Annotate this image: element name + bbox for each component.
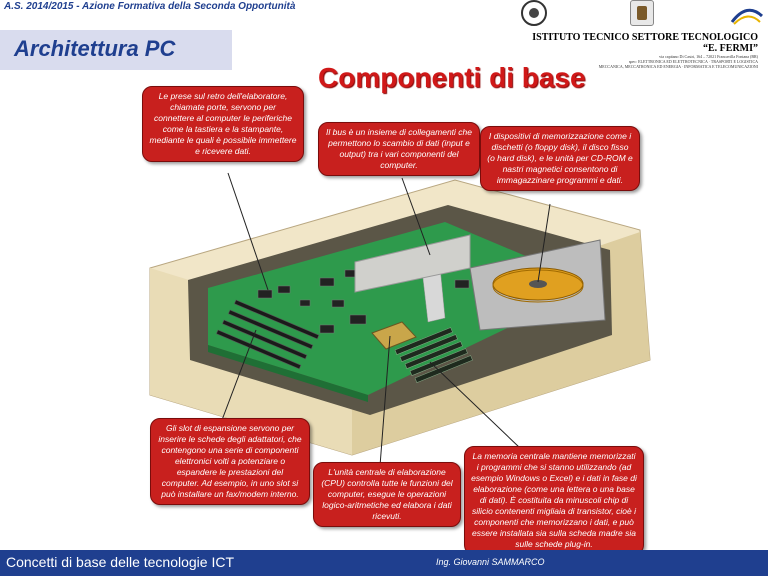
callout-storage-devices: I dispositivi di memorizzazione come i d… bbox=[480, 126, 640, 191]
school-specs-2: MECCANICA, MECCATRONICA ED ENERGIA · INF… bbox=[598, 64, 758, 69]
callout-cpu: L'unità centrale di elaborazione (CPU) c… bbox=[313, 462, 461, 527]
callout-main-memory: La memoria centrale mantiene memorizzati… bbox=[464, 446, 644, 555]
school-specs-1: spec: ELETTRONICA ED ELETTROTECNICA · TR… bbox=[628, 59, 758, 64]
top-banner: A.S. 2014/2015 - Azione Formativa della … bbox=[0, 0, 768, 14]
banner-text: A.S. 2014/2015 - Azione Formativa della … bbox=[4, 1, 296, 12]
seal-logo bbox=[521, 0, 547, 26]
footer-author: Ing. Giovanni SAMMARCO bbox=[436, 557, 545, 567]
footer-bar: Concetti di base delle tecnologie ICT In… bbox=[0, 550, 768, 576]
callout-bus: Il bus è un insieme di collegamenti che … bbox=[318, 122, 480, 176]
callout-ports: Le prese sul retro dell'elaboratore, chi… bbox=[142, 86, 304, 162]
school-info: ISTITUTO TECNICO SETTORE TECNOLOGICO “E.… bbox=[508, 32, 758, 69]
callout-expansion-slots: Gli slot di espansione servono per inser… bbox=[150, 418, 310, 505]
section-title-box: Architettura PC bbox=[0, 30, 232, 70]
school-logo bbox=[730, 8, 764, 25]
section-title: Architettura PC bbox=[14, 36, 176, 61]
footer-course: Concetti di base delle tecnologie ICT bbox=[6, 554, 235, 570]
school-name: ISTITUTO TECNICO SETTORE TECNOLOGICO bbox=[532, 32, 758, 43]
school-subtitle: “E. FERMI” bbox=[703, 43, 758, 54]
main-title: Componenti di base bbox=[318, 62, 586, 93]
republic-emblem-icon bbox=[630, 0, 654, 26]
school-address: via capitano Di Castri, 164 – 72021 Fran… bbox=[659, 54, 758, 59]
